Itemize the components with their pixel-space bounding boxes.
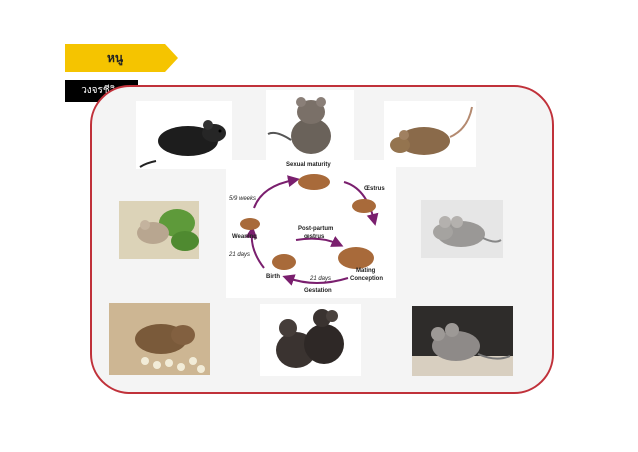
- label-gestation: Gestation: [304, 288, 332, 294]
- page-title: หนู: [106, 51, 124, 65]
- label-post-partum: Post-partum: [298, 226, 334, 232]
- cycle-arrows: [240, 174, 379, 286]
- label-oestrus-lower: œstrus: [304, 234, 325, 240]
- label-days-a: 21 days: [229, 252, 251, 258]
- mouse-photo-grey: [421, 200, 503, 258]
- label-sexual-maturity: Sexual maturity: [286, 162, 331, 168]
- mouse-photo-brown: [384, 101, 476, 167]
- mouse-photo-feeding: [119, 201, 199, 259]
- mouse-photo-grey-dark: [412, 306, 513, 376]
- banner-arrow-shape: [65, 44, 178, 72]
- label-birth: Birth: [266, 274, 280, 280]
- rat-photo-black: [136, 101, 232, 169]
- label-weeks: 5/9 weeks: [229, 196, 257, 202]
- title-banner: หนู: [65, 44, 178, 72]
- label-conception: Conception: [350, 276, 383, 282]
- label-weaning: Weaning: [232, 234, 257, 240]
- label-mating: Mating: [356, 268, 376, 274]
- rat-photo-grey-standing: [266, 90, 354, 162]
- label-days-b: 21 days: [310, 276, 332, 282]
- rat-photo-seeds: [109, 303, 210, 375]
- rats-photo-pair: [260, 304, 361, 376]
- label-oestrus: Œstrus: [364, 186, 385, 192]
- lifecycle-diagram: Sexual maturity Œstrus 5/9 weeks Post-pa…: [226, 160, 396, 298]
